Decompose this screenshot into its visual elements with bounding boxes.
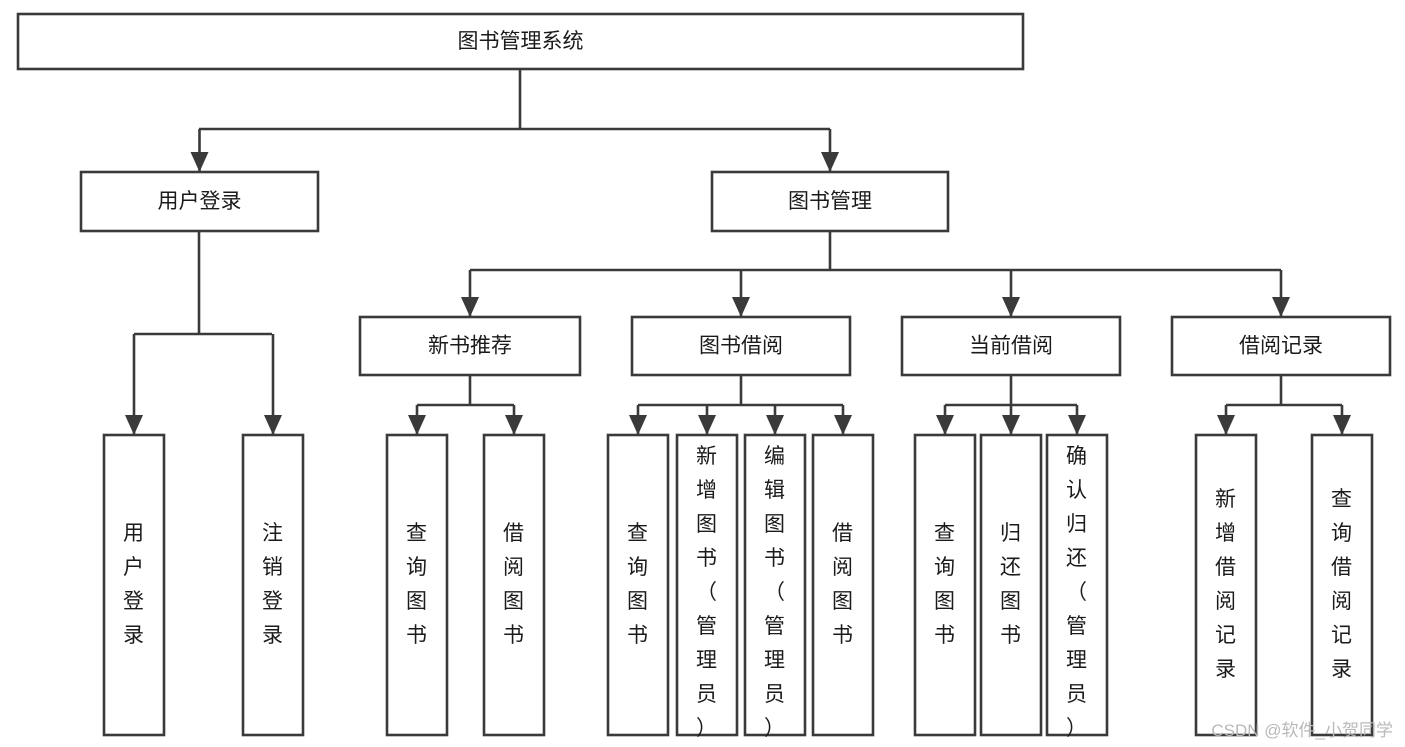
node-box — [482, 433, 546, 737]
node-leaf-edit-book[interactable]: 编辑图书（管理员） — [743, 433, 807, 740]
arrow-head-icon — [698, 415, 716, 435]
node-leaf-add-borrow-record[interactable]: 新增借阅记录 — [1194, 433, 1258, 737]
node-leaf-query-book-borrow[interactable]: 查询图书 — [606, 433, 670, 737]
node-box — [16, 12, 1025, 71]
node-leaf-borrow-book[interactable]: 借阅图书 — [811, 433, 875, 737]
node-box — [1194, 433, 1258, 737]
connector-new-book-recommend-to-leaves — [408, 375, 523, 435]
node-label: 图书管理 — [788, 190, 872, 213]
arrow-head-icon — [834, 415, 852, 435]
node-box — [979, 433, 1043, 737]
arrow-head-icon — [505, 415, 523, 435]
node-label: 查询图书 — [934, 522, 956, 647]
node-box — [606, 433, 670, 737]
connector-borrow-records-to-leaves — [1217, 375, 1351, 435]
node-label: 借阅图书 — [832, 522, 854, 647]
node-leaf-confirm-return[interactable]: 确认归还（管理员） — [1045, 433, 1109, 740]
node-leaf-user-login[interactable]: 用户登录 — [102, 433, 166, 737]
arrow-head-icon — [821, 152, 839, 172]
node-box — [630, 315, 852, 377]
node-box — [1045, 433, 1109, 737]
node-label: 借阅记录 — [1239, 335, 1323, 358]
node-label: 查询图书 — [406, 522, 428, 647]
node-box — [1170, 315, 1392, 377]
node-leaf-return-book[interactable]: 归还图书 — [979, 433, 1043, 737]
arrow-head-icon — [1217, 415, 1235, 435]
node-box — [358, 315, 582, 377]
node-leaf-query-borrow-record[interactable]: 查询借阅记录 — [1310, 433, 1374, 737]
node-label: 用户登录 — [123, 522, 145, 647]
node-box — [710, 170, 950, 233]
node-leaf-query-book-recommend[interactable]: 查询图书 — [385, 433, 449, 737]
node-label: 确认归还（管理员） — [1066, 445, 1088, 740]
node-box — [1310, 433, 1374, 737]
connector-current-borrow-to-leaves — [936, 375, 1086, 435]
arrow-head-icon — [936, 415, 954, 435]
node-label: 图书管理系统 — [458, 30, 584, 53]
connector-book-management-to-level3 — [461, 231, 1290, 317]
arrow-head-icon — [732, 297, 750, 317]
node-box — [811, 433, 875, 737]
arrow-head-icon — [408, 415, 426, 435]
node-box — [385, 433, 449, 737]
node-root[interactable]: 图书管理系统 — [16, 12, 1025, 71]
node-label: 当前借阅 — [969, 335, 1053, 358]
node-user-login[interactable]: 用户登录 — [79, 170, 320, 233]
connector-layer — [125, 69, 1351, 435]
node-box — [79, 170, 320, 233]
arrow-head-icon — [1272, 297, 1290, 317]
node-label: 注销登录 — [262, 522, 284, 647]
arrow-head-icon — [1002, 297, 1020, 317]
node-box — [743, 433, 807, 737]
node-book-borrow[interactable]: 图书借阅 — [630, 315, 852, 377]
connector-user-login-to-leaves — [125, 231, 282, 435]
node-label: 归还图书 — [1000, 522, 1022, 647]
node-current-borrow[interactable]: 当前借阅 — [900, 315, 1122, 377]
arrow-head-icon — [1068, 415, 1086, 435]
node-label: 图书借阅 — [699, 335, 783, 358]
node-label: 用户登录 — [158, 190, 242, 213]
arrow-head-icon — [629, 415, 647, 435]
node-box — [241, 433, 305, 737]
arrow-head-icon — [461, 297, 479, 317]
arrow-head-icon — [1333, 415, 1351, 435]
node-leaf-query-book-current[interactable]: 查询图书 — [913, 433, 977, 737]
node-box — [675, 433, 739, 737]
connector-book-borrow-to-leaves — [629, 375, 852, 435]
node-book-management[interactable]: 图书管理 — [710, 170, 950, 233]
node-label: 借阅图书 — [503, 522, 525, 647]
arrow-head-icon — [125, 415, 143, 435]
node-borrow-records[interactable]: 借阅记录 — [1170, 315, 1392, 377]
arrow-head-icon — [190, 152, 209, 172]
node-box — [900, 315, 1122, 377]
node-label: 编辑图书（管理员） — [764, 445, 786, 740]
node-label: 新增借阅记录 — [1215, 488, 1237, 681]
node-label: 查询借阅记录 — [1331, 488, 1353, 681]
arrow-head-icon — [264, 415, 282, 435]
node-box — [102, 433, 166, 737]
node-new-book-recommend[interactable]: 新书推荐 — [358, 315, 582, 377]
node-box — [913, 433, 977, 737]
node-label: 新增图书（管理员） — [696, 445, 718, 740]
arrow-head-icon — [1002, 415, 1020, 435]
node-leaf-logout-login[interactable]: 注销登录 — [241, 433, 305, 737]
connector-root-to-level2 — [190, 69, 839, 172]
node-layer: 图书管理系统用户登录图书管理新书推荐图书借阅当前借阅借阅记录用户登录注销登录查询… — [16, 12, 1392, 740]
node-label: 新书推荐 — [428, 335, 512, 358]
arrow-head-icon — [766, 415, 784, 435]
node-label: 查询图书 — [627, 522, 649, 647]
node-leaf-borrow-book-recommend[interactable]: 借阅图书 — [482, 433, 546, 737]
node-leaf-add-book[interactable]: 新增图书（管理员） — [675, 433, 739, 740]
